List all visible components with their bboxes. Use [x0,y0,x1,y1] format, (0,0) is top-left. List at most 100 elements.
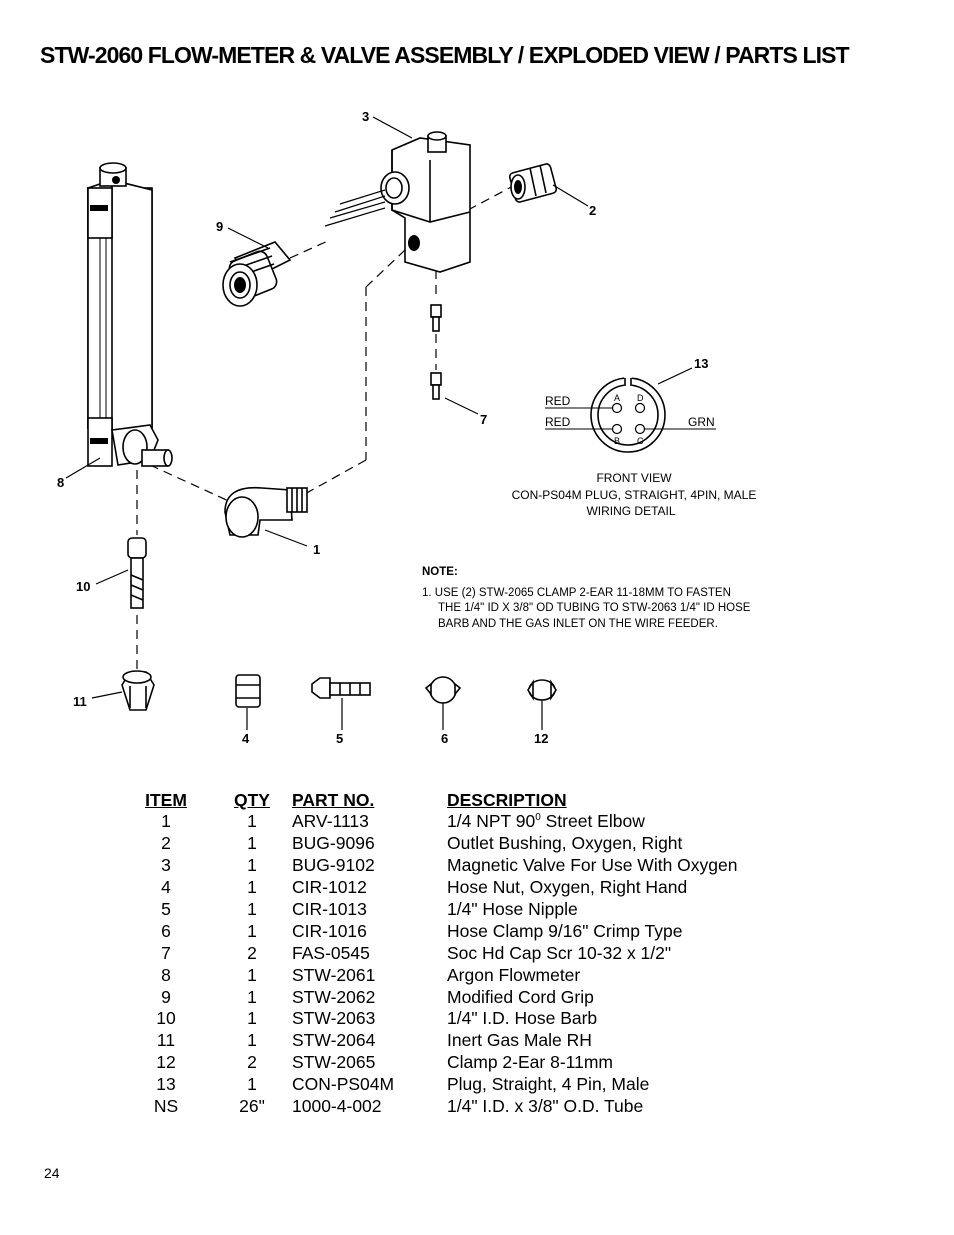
wiring-caption-line-2: CON-PS04M PLUG, STRAIGHT, 4PIN, MALE [512,488,757,502]
cell-part-no: FAS-0545 [292,942,370,963]
outlet-bushing-part [508,163,558,203]
cell-part-no: CIR-1012 [292,877,367,898]
wiring-detail [545,376,716,453]
cell-item: 6 [161,920,171,941]
note-line-2: THE 1/4" ID X 3/8" OD TUBING TO STW-2063… [438,602,751,614]
cell-description: 1/4" I.D. x 3/8" O.D. Tube [447,1096,737,1118]
callout-8: 8 [57,475,64,490]
cell-part-no: CON-PS04M [292,1074,395,1095]
cell-part-no: STW-2065 [292,1052,376,1073]
note-line-3: BARB AND THE GAS INLET ON THE WIRE FEEDE… [438,617,718,630]
description-text: 1/4 NPT 90 [447,811,536,832]
wiring-caption-line-1: FRONT VIEW [596,471,672,485]
cell-part-no: ARV-1113 [292,811,369,832]
cell-item: 1 [161,811,171,832]
cell-qty: 1 [247,964,257,985]
cell-part-no: 1000-4-002 [292,1096,382,1117]
cell-item: 2 [161,833,171,854]
cell-description: Magnetic Valve For Use With Oxygen [447,855,737,877]
cell-qty: 1 [247,899,257,919]
cell-description: Modified Cord Grip [447,986,737,1008]
callout-10: 10 [76,579,90,594]
cell-description: Clamp 2-Ear 8-11mm [447,1052,737,1074]
callout-7: 7 [480,412,487,427]
cell-part-no: BUG-9096 [292,833,375,854]
wire-label-red-1: RED [545,394,571,408]
cell-qty: 2 [247,1052,257,1073]
cell-part-no: CIR-1013 [292,899,367,919]
cell-description: Inert Gas Male RH [447,1030,737,1052]
cell-part-no: STW-2063 [292,1008,376,1029]
cell-qty: 1 [247,1008,257,1029]
description-text: 1/4" I.D. Hose Barb [447,1008,598,1029]
cell-item: 10 [156,1008,176,1029]
cell-part-no: STW-2064 [292,1030,376,1051]
table-row: 1 1 ARV-1113 1/4 NPT 900 Street Elbow [120,811,737,833]
wire-label-grn: GRN [688,415,715,429]
table-row: 4 1 CIR-1012 Hose Nut, Oxygen, Right Hand [120,877,737,899]
cell-item: 12 [156,1052,176,1073]
cell-item: 13 [156,1074,176,1095]
pin-label-c: C [637,436,644,446]
note-title: NOTE: [422,566,458,578]
cell-item: 4 [161,877,171,898]
description-text: Modified Cord Grip [447,986,594,1007]
cell-qty: 1 [247,811,257,832]
cell-description: 1/4 NPT 900 Street Elbow [447,811,737,833]
cap-screw-parts [430,304,442,400]
table-row: 13 1 CON-PS04M Plug, Straight, 4 Pin, Male [120,1074,737,1096]
description-text: Inert Gas Male RH [447,1030,592,1051]
callout-12: 12 [534,731,548,746]
cell-description: Hose Nut, Oxygen, Right Hand [447,877,737,899]
description-text: Hose Nut, Oxygen, Right Hand [447,877,688,898]
cell-description: Argon Flowmeter [447,964,737,986]
cell-item: NS [153,1096,179,1117]
header-qty: QTY [234,789,270,810]
cell-description: Outlet Bushing, Oxygen, Right [447,833,737,855]
cell-description: 1/4" Hose Nipple [447,899,737,921]
callout-3: 3 [362,109,369,124]
cell-qty: 1 [247,877,257,898]
leader-lines [65,116,693,730]
cell-part-no: STW-2062 [292,986,376,1007]
wiring-caption-line-3: WIRING DETAIL [586,504,675,518]
cell-part-no: BUG-9102 [292,855,375,876]
cell-qty: 1 [247,986,257,1007]
description-text: 1/4" Hose Nipple [447,899,578,919]
cell-description: Hose Clamp 9/16" Crimp Type [447,920,737,942]
cell-description: Plug, Straight, 4 Pin, Male [447,1074,737,1096]
hose-nut-part [235,674,261,708]
cell-qty: 1 [247,833,257,854]
page-number: 24 [44,1165,60,1181]
assembly-lines [136,184,516,670]
cell-description: Soc Hd Cap Scr 10-32 x 1/2" [447,942,737,964]
callout-2: 2 [589,203,596,218]
description-text: Argon Flowmeter [447,964,581,985]
cell-part-no: STW-2061 [292,964,376,985]
hose-barb-part [127,537,147,609]
page-title: STW-2060 FLOW-METER & VALVE ASSEMBLY / E… [40,42,850,68]
cell-item: 7 [161,942,171,963]
cord-grip-part [222,241,292,307]
header-part-no: PART NO. [292,789,375,810]
flowmeter-part [87,162,173,467]
cell-item: 5 [161,899,171,919]
cell-item: 3 [161,855,171,876]
header-description: DESCRIPTION [447,789,567,810]
exploded-view-diagram: 1 2 3 4 5 6 7 8 9 10 11 12 13 RED RED GR… [57,109,757,746]
description-text-continued: Street Elbow [540,811,645,832]
pin-label-d: D [637,393,644,403]
description-text: Hose Clamp 9/16" Crimp Type [447,920,683,941]
table-row: 2 1 BUG-9096 Outlet Bushing, Oxygen, Right [120,833,737,855]
note-line-1: 1. USE (2) STW-2065 CLAMP 2-EAR 11-18MM … [422,586,731,599]
cell-qty: 1 [247,1074,257,1095]
callout-6: 6 [441,731,448,746]
cell-qty: 1 [247,1030,257,1051]
degree-superscript: 0 [535,812,541,824]
